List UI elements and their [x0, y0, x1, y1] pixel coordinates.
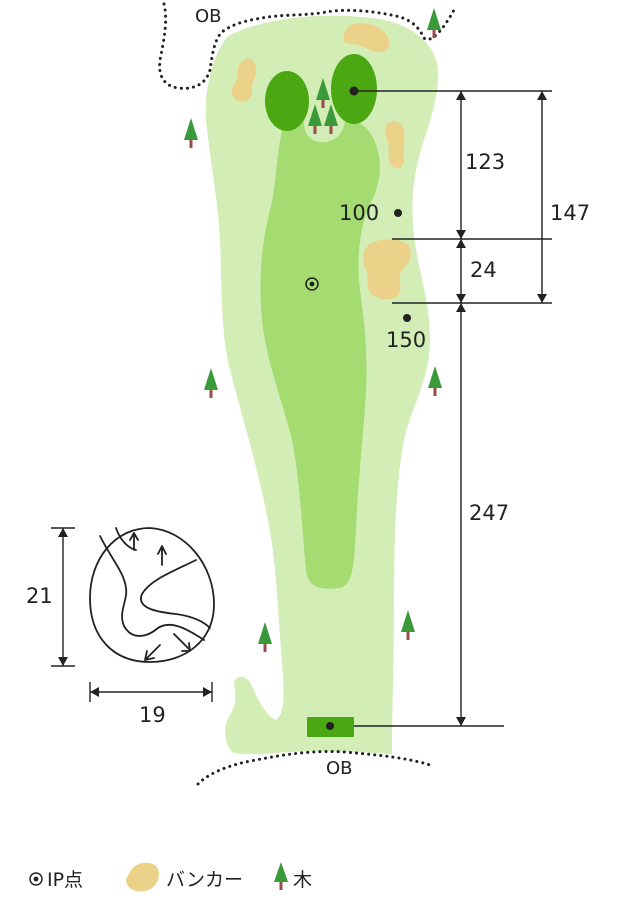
- legend-tree-icon: [274, 862, 288, 890]
- bunker: [363, 239, 411, 300]
- marker-100-label: 100: [339, 201, 379, 225]
- green-dimension-lines: [51, 527, 213, 702]
- green-contour: [140, 559, 211, 629]
- bunker: [385, 121, 405, 169]
- distance-lines: [330, 90, 552, 727]
- legend-ip-icon: [29, 872, 43, 886]
- fairway-area: [260, 113, 380, 589]
- tree-icon: [401, 610, 415, 640]
- slope-arrow-icon: [173, 633, 191, 652]
- green-depth-label: 21: [26, 584, 53, 608]
- green-contour: [99, 535, 205, 641]
- distance-147: 147: [550, 201, 590, 225]
- green-detail-diagram: [89, 527, 215, 663]
- legend-bunker-icon: [126, 862, 159, 892]
- green-outline: [89, 527, 215, 663]
- legend-tree-label: 木: [293, 869, 312, 891]
- tree-icon: [258, 622, 272, 652]
- tee-dot: [326, 722, 334, 730]
- bunker: [231, 58, 256, 102]
- bunker: [343, 23, 390, 52]
- marker-150-label: 150: [386, 328, 426, 352]
- ob-label-top: OB: [195, 6, 222, 27]
- distance-24: 24: [470, 258, 497, 282]
- tree-icon: [204, 368, 218, 398]
- slope-arrow-icon: [157, 545, 167, 566]
- green-width-label: 19: [139, 703, 166, 727]
- legend-bunker-label: バンカー: [166, 869, 243, 891]
- ob-label-bottom: OB: [326, 758, 353, 779]
- distance-arrowheads: [456, 91, 547, 726]
- green-left: [265, 71, 309, 131]
- ob-line-top: [158, 2, 458, 90]
- tree-icon: [427, 8, 441, 38]
- marker-100-dot: [394, 209, 402, 217]
- tree-icon: [184, 118, 198, 148]
- legend: IP点 バンカー 木: [29, 862, 312, 892]
- pin-dot: [349, 86, 359, 96]
- tree-icon: [324, 104, 338, 134]
- marker-150-dot: [403, 314, 411, 322]
- ip-point-icon: [305, 277, 319, 291]
- slope-arrow-icon: [129, 532, 139, 551]
- distance-123: 123: [465, 150, 505, 174]
- ob-line-bottom: [196, 749, 434, 786]
- tree-icon: [308, 104, 322, 134]
- distance-247: 247: [469, 501, 509, 525]
- tree-icon: [428, 366, 442, 396]
- legend-ip-label: IP点: [47, 869, 83, 891]
- tree-icon: [316, 78, 330, 108]
- slope-arrow-icon: [144, 644, 161, 661]
